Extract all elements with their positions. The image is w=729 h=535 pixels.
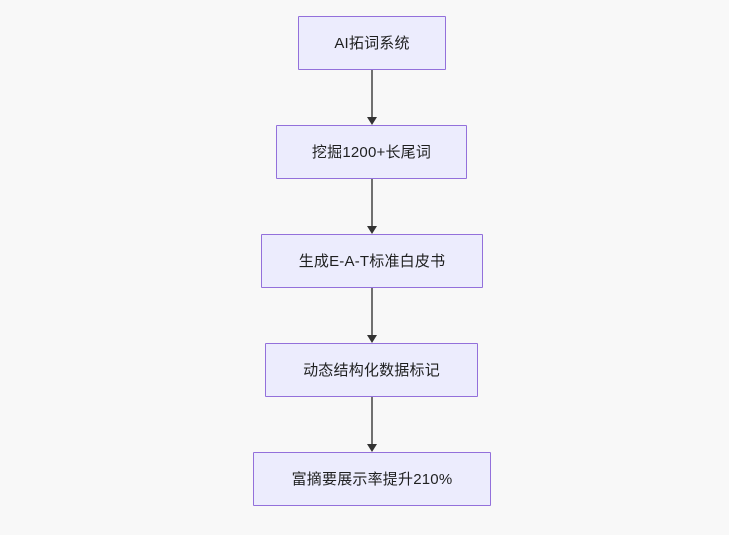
flowchart-edge-n3-n4 [363, 288, 381, 343]
edge-line [371, 288, 373, 336]
node-label: 富摘要展示率提升210% [291, 470, 453, 488]
edge-line [371, 179, 373, 227]
flowchart-edge-n2-n3 [363, 179, 381, 234]
flowchart-node-dynamic-structured-data-markup[interactable]: 动态结构化数据标记 [265, 343, 478, 397]
flowchart-node-generate-eat-whitepaper[interactable]: 生成E-A-T标准白皮书 [261, 234, 483, 288]
node-label: 生成E-A-T标准白皮书 [298, 252, 446, 270]
arrow-down-icon [367, 444, 377, 452]
flowchart-edge-n4-n5 [363, 397, 381, 452]
node-label: 挖掘1200+长尾词 [311, 143, 432, 161]
flowchart-edge-n1-n2 [363, 70, 381, 125]
flowchart-node-rich-snippet-impression-lift[interactable]: 富摘要展示率提升210% [253, 452, 491, 506]
flowchart-node-mine-longtail-keywords[interactable]: 挖掘1200+长尾词 [276, 125, 467, 179]
flowchart-node-ai-keyword-system[interactable]: AI拓词系统 [298, 16, 446, 70]
node-label: 动态结构化数据标记 [303, 361, 440, 379]
edge-line [371, 397, 373, 445]
arrow-down-icon [367, 335, 377, 343]
arrow-down-icon [367, 117, 377, 125]
arrow-down-icon [367, 226, 377, 234]
node-label: AI拓词系统 [334, 34, 410, 52]
edge-line [371, 70, 373, 118]
